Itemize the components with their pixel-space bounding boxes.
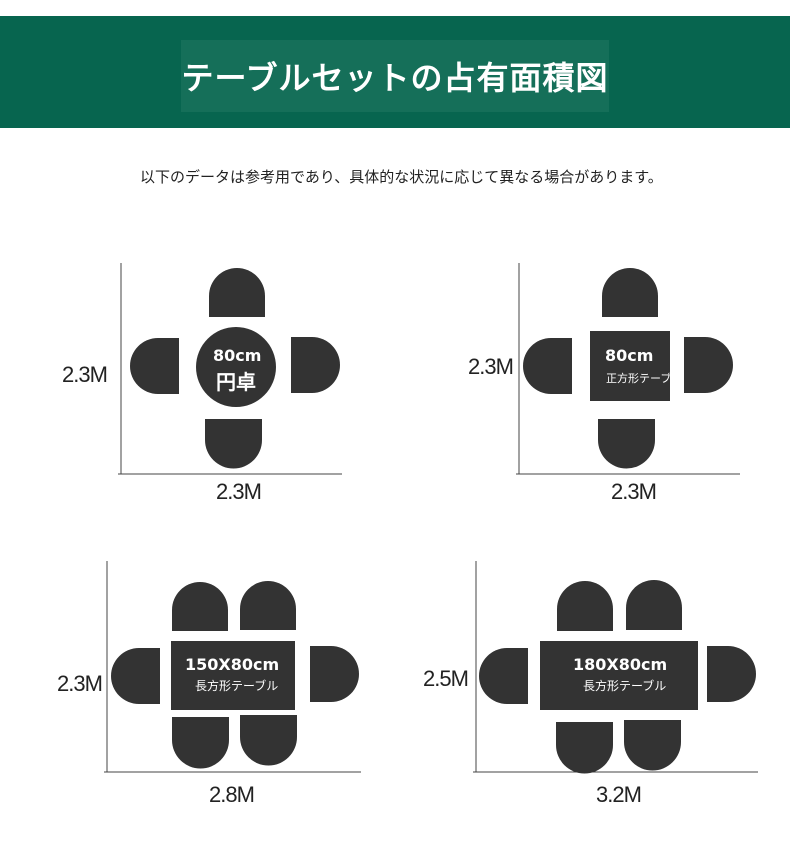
chair-bottom: [205, 419, 262, 469]
chair-top: [602, 268, 658, 317]
table-size-label: 150X80cm: [185, 655, 279, 674]
layout-square-table: 2.3M 2.3M 80cm 正方形テーブル: [468, 263, 740, 504]
chair-top-left: [172, 582, 228, 631]
chair-right: [684, 337, 733, 393]
table-type-label: 長方形テーブル: [583, 678, 666, 693]
chair-top: [209, 268, 265, 317]
layout-rect-180-table: 2.5M 3.2M 180X80cm 長方形テーブル: [423, 561, 758, 807]
square-table: [590, 331, 670, 401]
width-label: 2.3M: [216, 479, 261, 504]
chair-right: [310, 646, 359, 702]
table-size-label: 80cm: [605, 346, 653, 365]
table-type-label: 正方形テーブル: [606, 371, 682, 385]
table-type-label: 長方形テーブル: [195, 678, 278, 693]
rect-table-150: [171, 641, 295, 710]
layout-round-table: 2.3M 2.3M 80cm 円卓: [62, 263, 342, 504]
chair-bottom-right: [624, 720, 681, 771]
height-label: 2.5M: [423, 666, 468, 691]
chair-left: [479, 648, 528, 704]
chair-left: [130, 338, 179, 394]
width-label: 2.3M: [611, 479, 656, 504]
height-label: 2.3M: [468, 354, 513, 379]
chair-bottom-left: [172, 717, 229, 769]
layout-rect-150-table: 2.3M 2.8M 150X80cm 長方形テーブル: [57, 561, 361, 807]
chair-bottom: [598, 419, 655, 469]
chair-bottom-right: [240, 715, 297, 766]
height-label: 2.3M: [62, 362, 107, 387]
page-title: テーブルセットの占有面積図: [181, 40, 609, 112]
chair-top-right: [240, 581, 296, 630]
table-size-label: 80cm: [213, 346, 261, 365]
table-size-label: 180X80cm: [573, 655, 667, 674]
chair-top-left: [557, 581, 613, 631]
chair-bottom-left: [556, 722, 613, 774]
chair-left: [111, 648, 160, 704]
chair-right: [707, 646, 756, 702]
width-label: 3.2M: [596, 782, 641, 807]
chair-left: [523, 338, 572, 394]
reference-note: 以下のデータは参考用であり、具体的な状況に応じて異なる場合があります。: [140, 168, 663, 186]
chair-right: [291, 337, 340, 393]
height-label: 2.3M: [57, 671, 102, 696]
rect-table-180: [540, 641, 698, 710]
chair-top-right: [626, 580, 682, 630]
round-table: [196, 327, 276, 407]
width-label: 2.8M: [209, 782, 254, 807]
table-type-label: 円卓: [216, 370, 256, 394]
